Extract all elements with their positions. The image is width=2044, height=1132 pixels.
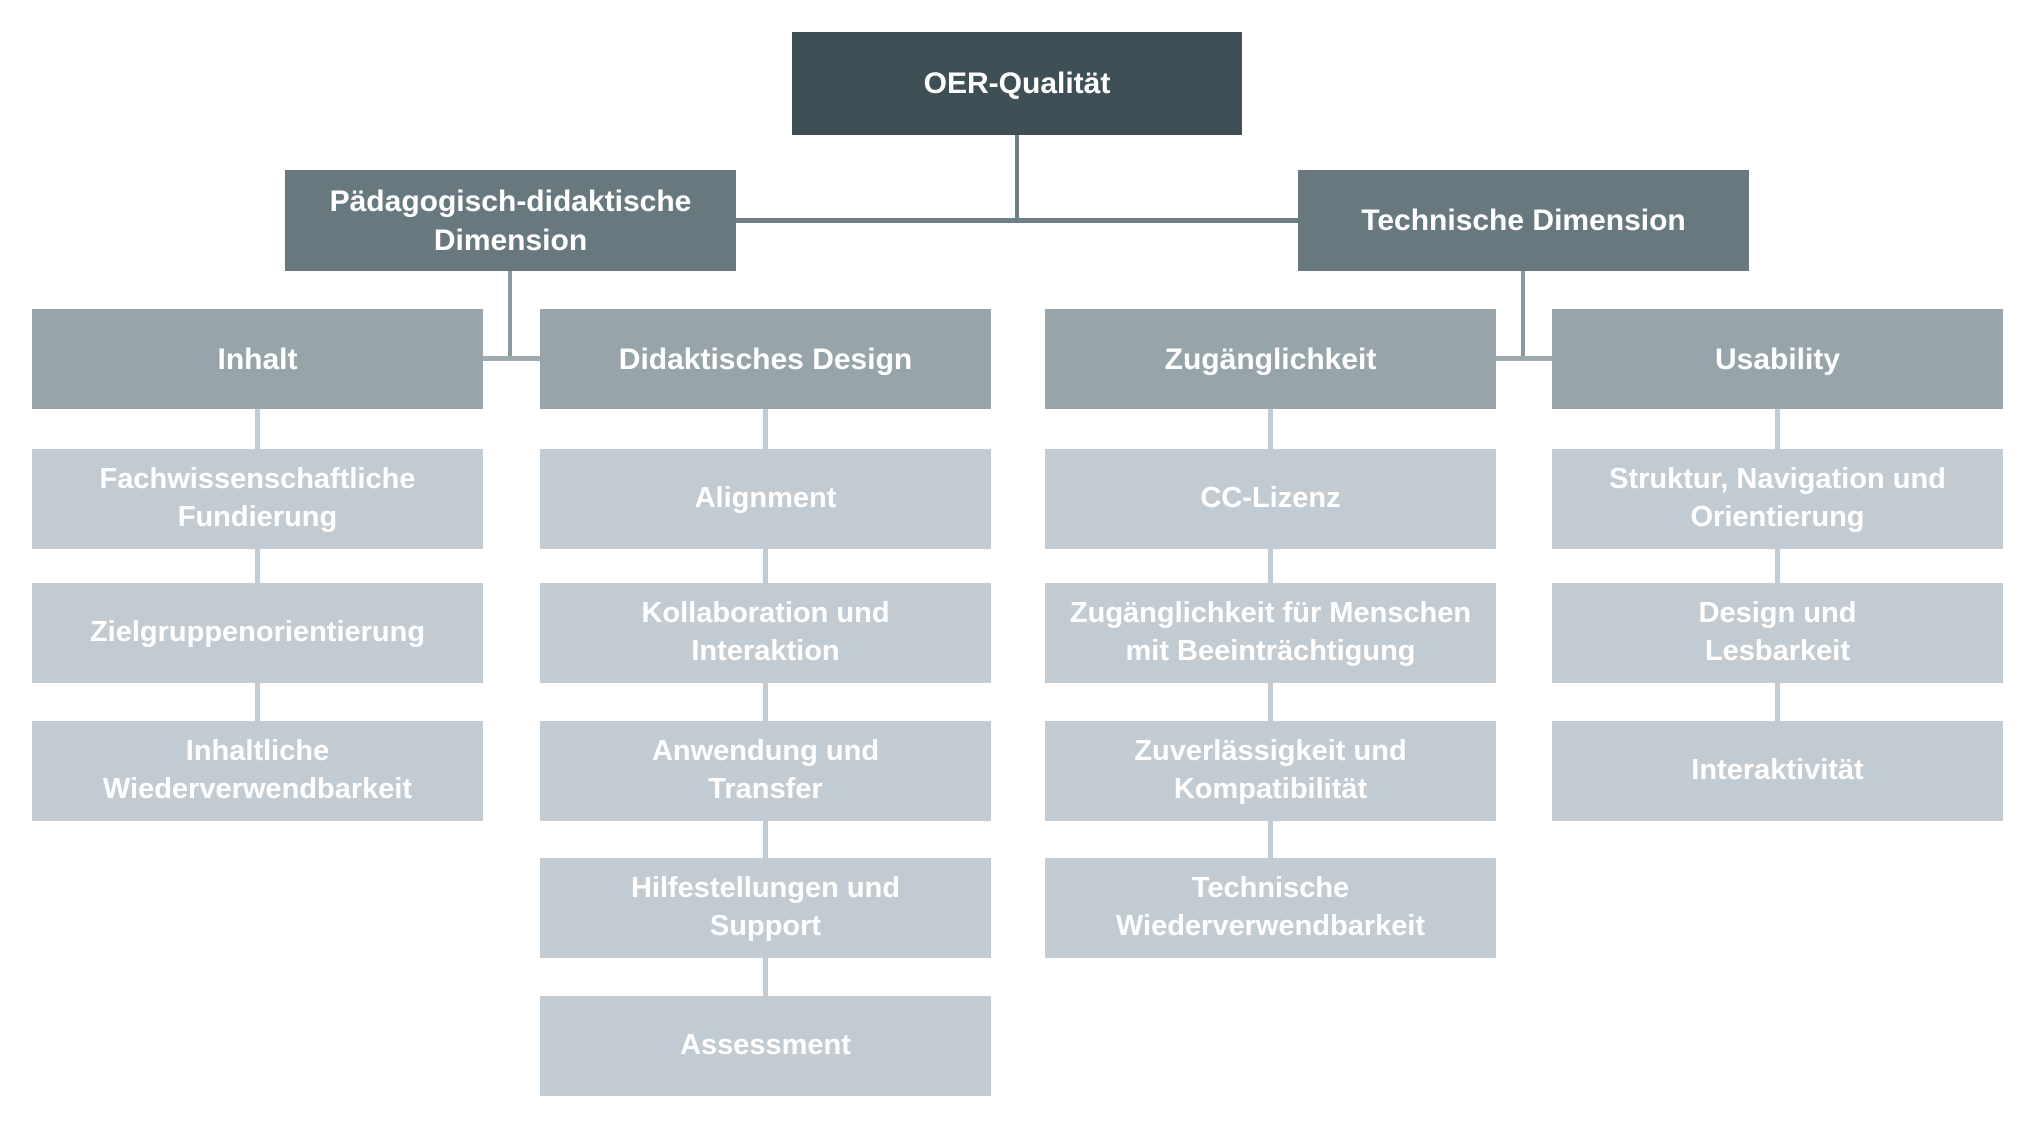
node-didaktisches-design: Didaktisches Design xyxy=(540,309,991,409)
node-zugaenglichkeit: Zugänglichkeit xyxy=(1045,309,1496,409)
node-hilfestellungen-und-support: Hilfestellungen und Support xyxy=(540,858,991,958)
connector-col4-seg3 xyxy=(1775,683,1780,721)
connector-col3-seg1 xyxy=(1268,409,1273,449)
node-zugaenglichkeit-fuer-menschen: Zugänglichkeit für Menschen mit Beeinträ… xyxy=(1045,583,1496,683)
node-inhaltliche-wiederverwendbarkeit: Inhaltliche Wiederverwendbarkeit xyxy=(32,721,483,821)
node-usability: Usability xyxy=(1552,309,2003,409)
connector-col4-seg1 xyxy=(1775,409,1780,449)
connector-col4-seg2 xyxy=(1775,549,1780,583)
connector-col2-seg1 xyxy=(763,409,768,449)
connector-col3-seg3 xyxy=(1268,683,1273,721)
node-struktur-navigation-orientierung: Struktur, Navigation und Orientierung xyxy=(1552,449,2003,549)
node-oer-qualitaet: OER-Qualität xyxy=(792,32,1242,135)
node-technische-dimension: Technische Dimension xyxy=(1298,170,1749,271)
connector-col1-seg2 xyxy=(255,549,260,583)
node-technische-wiederverwendbarkeit: Technische Wiederverwendbarkeit xyxy=(1045,858,1496,958)
connector-technisch-vertical xyxy=(1521,271,1525,360)
node-design-und-lesbarkeit: Design und Lesbarkeit xyxy=(1552,583,2003,683)
connector-col3-seg2 xyxy=(1268,549,1273,583)
connector-col1-seg1 xyxy=(255,409,260,449)
node-fachwissenschaftliche-fundierung: Fachwissenschaftliche Fundierung xyxy=(32,449,483,549)
connector-dimensions-horizontal xyxy=(736,218,1298,223)
node-alignment: Alignment xyxy=(540,449,991,549)
node-interaktivitaet: Interaktivität xyxy=(1552,721,2003,821)
node-cc-lizenz: CC-Lizenz xyxy=(1045,449,1496,549)
connector-bridge-zugaenglichkeit-usability xyxy=(1496,356,1553,361)
node-kollaboration-und-interaktion: Kollaboration und Interaktion xyxy=(540,583,991,683)
connector-col2-seg3 xyxy=(763,683,768,721)
connector-col3-seg4 xyxy=(1268,821,1273,858)
connector-col2-seg4 xyxy=(763,821,768,858)
node-assessment: Assessment xyxy=(540,996,991,1096)
node-zuverlaessigkeit-und-kompatibilitaet: Zuverlässigkeit und Kompatibilität xyxy=(1045,721,1496,821)
node-zielgruppenorientierung: Zielgruppenorientierung xyxy=(32,583,483,683)
connector-root-vertical xyxy=(1015,135,1019,222)
node-inhalt: Inhalt xyxy=(32,309,483,409)
connector-col2-seg2 xyxy=(763,549,768,583)
connector-paedagogisch-vertical xyxy=(508,271,512,360)
node-anwendung-und-transfer: Anwendung und Transfer xyxy=(540,721,991,821)
node-paedagogisch-didaktische-dimension: Pädagogisch-didaktische Dimension xyxy=(285,170,736,271)
connector-col1-seg3 xyxy=(255,683,260,721)
connector-bridge-inhalt-didaktik xyxy=(483,356,540,361)
connector-col2-seg5 xyxy=(763,958,768,996)
